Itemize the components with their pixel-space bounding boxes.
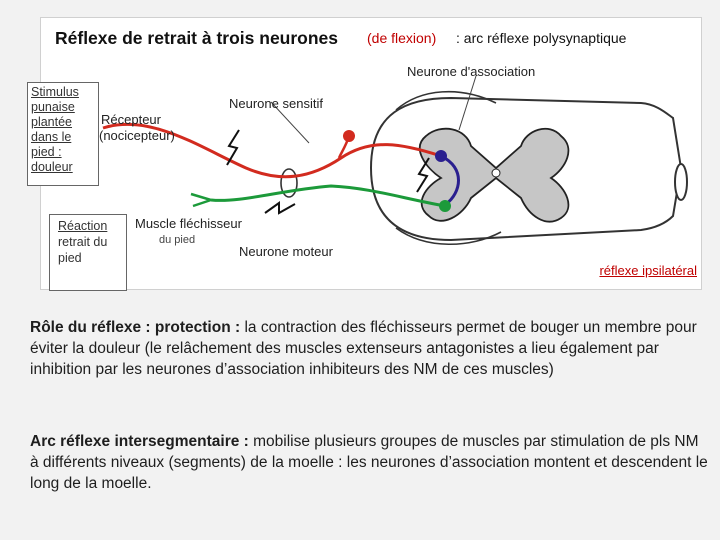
spinal-cord-back-fold [395, 90, 497, 111]
association-neuron-body [435, 150, 447, 162]
role-text: la contraction des fléchisseurs permet d… [30, 319, 697, 378]
intersegmental-text: mobilise plusieurs groupes de muscles pa… [30, 433, 708, 492]
reflex-arc-diagram [102, 75, 688, 246]
reflex-arc-figure: Réflexe de retrait à trois neurones (de … [27, 17, 702, 291]
stimulus-line: dans le [31, 130, 72, 144]
intersegmental-paragraph: Arc réflexe intersegmentaire : mobilise … [30, 431, 710, 494]
stimulus-line: punaise [31, 100, 75, 114]
signal-bolt-icon [416, 157, 430, 193]
association-neuron [440, 154, 460, 206]
label-sensory-neuron: Neurone sensitif [229, 96, 323, 111]
stimulus-line: pied : [31, 145, 62, 159]
motor-neuron-body [439, 200, 451, 212]
label-receptor: Récepteur [101, 112, 161, 127]
role-heading: Rôle du réflexe : protection : [30, 319, 241, 336]
label-nociceptor: (nocicepteur) [99, 128, 175, 143]
ipsilateral-label: réflexe ipsilatéral [599, 263, 697, 278]
central-canal [491, 168, 501, 178]
intersegmental-heading: Arc réflexe intersegmentaire : [30, 433, 249, 450]
muscle-bolt-icon [264, 201, 296, 215]
reaction-box: Réaction retrait du pied [49, 214, 127, 291]
sensitif-pointer [270, 101, 310, 144]
sensory-neuron [102, 122, 442, 179]
label-motor-neuron: Neurone moteur [239, 244, 333, 259]
label-flexor-muscle: Muscle fléchisseur [135, 216, 242, 231]
stimulus-line: Stimulus [31, 85, 79, 99]
pain-bolt-icon [226, 129, 240, 166]
spinal-cord-front-fold [395, 227, 502, 246]
figure-title: Réflexe de retrait à trois neurones [55, 28, 339, 48]
figure-title-subtitle: : arc réflexe polysynaptique [456, 30, 627, 46]
association-pointer [458, 75, 477, 131]
figure-title-flexion: (de flexion) [367, 30, 437, 46]
motor-terminal [190, 192, 212, 208]
reaction-line: Réaction [58, 219, 108, 233]
reaction-line: retrait du [58, 235, 108, 249]
sensory-neuron-branch [337, 135, 351, 159]
label-foot: du pied [159, 234, 196, 246]
stimulus-line: douleur [31, 160, 73, 174]
label-association-neuron: Neurone d'association [407, 64, 536, 79]
motor-neuron [210, 184, 446, 208]
spinal-cord-end [674, 163, 688, 201]
stimulus-box: Stimulus punaise plantée dans le pied : … [27, 82, 99, 186]
stimulus-line: plantée [31, 115, 73, 129]
reaction-line: pied [58, 251, 82, 265]
role-paragraph: Rôle du réflexe : protection : la contra… [30, 317, 710, 380]
